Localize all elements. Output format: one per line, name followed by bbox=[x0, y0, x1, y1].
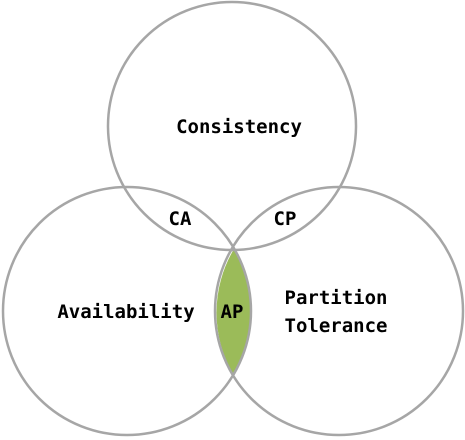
ca-label: CA bbox=[169, 208, 192, 230]
availability-label: Availability bbox=[57, 301, 194, 323]
cp-label: CP bbox=[274, 208, 297, 230]
ap-label: AP bbox=[221, 301, 244, 323]
consistency-label: Consistency bbox=[176, 116, 302, 138]
ap-intersection-region bbox=[216, 249, 252, 376]
partition-tolerance-label-line2: Tolerance bbox=[285, 315, 388, 337]
availability-circle bbox=[1, 185, 253, 437]
partition-tolerance-circle bbox=[213, 185, 465, 437]
partition-tolerance-label-line1: Partition bbox=[285, 287, 388, 309]
